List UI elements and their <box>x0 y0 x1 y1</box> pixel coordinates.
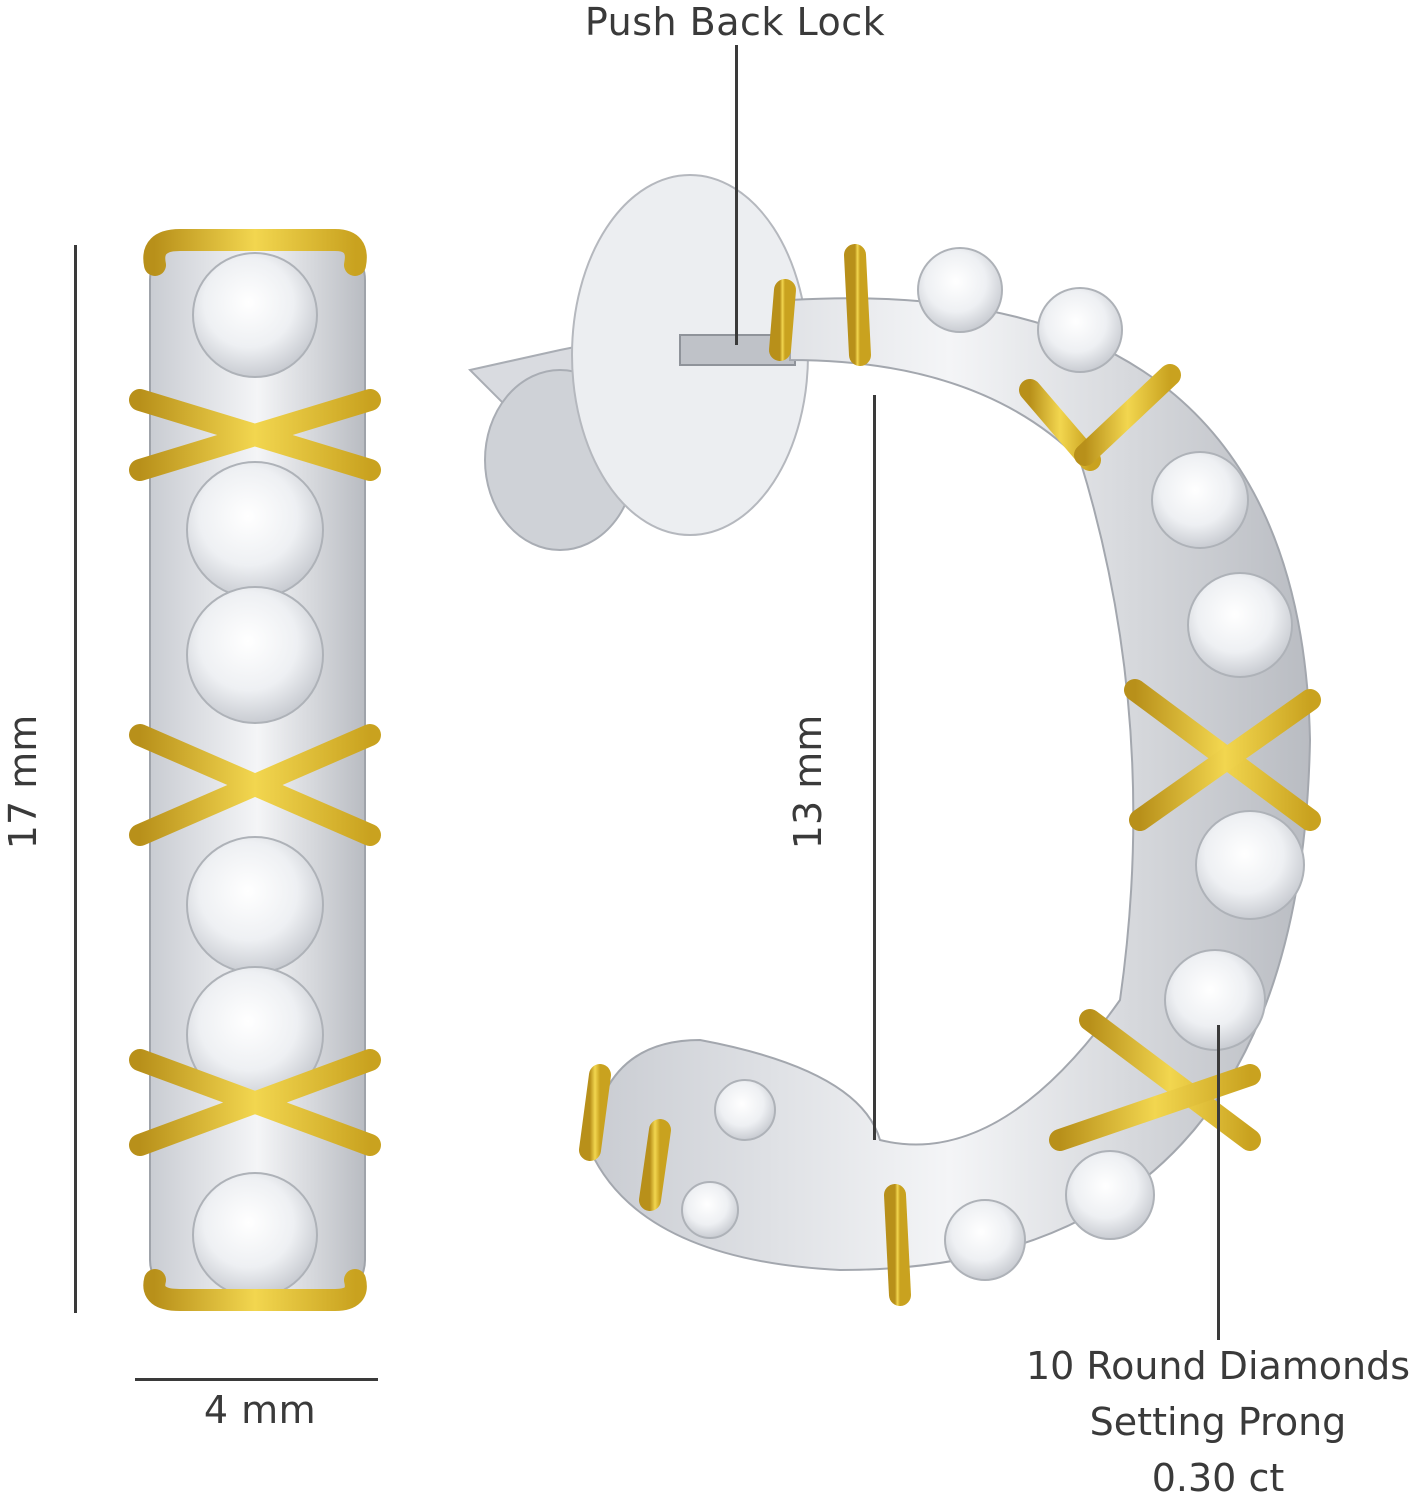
inner-diameter-dimension-line <box>873 395 876 1140</box>
diamond-count-label: 10 Round Diamonds <box>1025 1344 1411 1388</box>
side-view-hoop <box>579 244 1321 1306</box>
diamond-callout: 10 Round Diamonds Setting Prong 0.30 ct <box>1013 1338 1423 1506</box>
front-view-band <box>129 229 381 1311</box>
height-label: 17 mm <box>1 714 45 850</box>
width-label: 4 mm <box>203 1388 317 1432</box>
carat-label: 0.30 ct <box>1151 1456 1285 1500</box>
diamond-pointer <box>1217 1025 1220 1340</box>
inner-diameter-label: 13 mm <box>786 714 830 850</box>
push-back-lock-label: Push Back Lock <box>584 0 886 44</box>
width-dimension-line <box>135 1378 378 1381</box>
height-dimension-line <box>74 245 77 1313</box>
setting-label: Setting Prong <box>1089 1400 1347 1444</box>
push-back-lock-pointer <box>735 45 738 345</box>
push-back-lock-illustration <box>468 174 809 551</box>
